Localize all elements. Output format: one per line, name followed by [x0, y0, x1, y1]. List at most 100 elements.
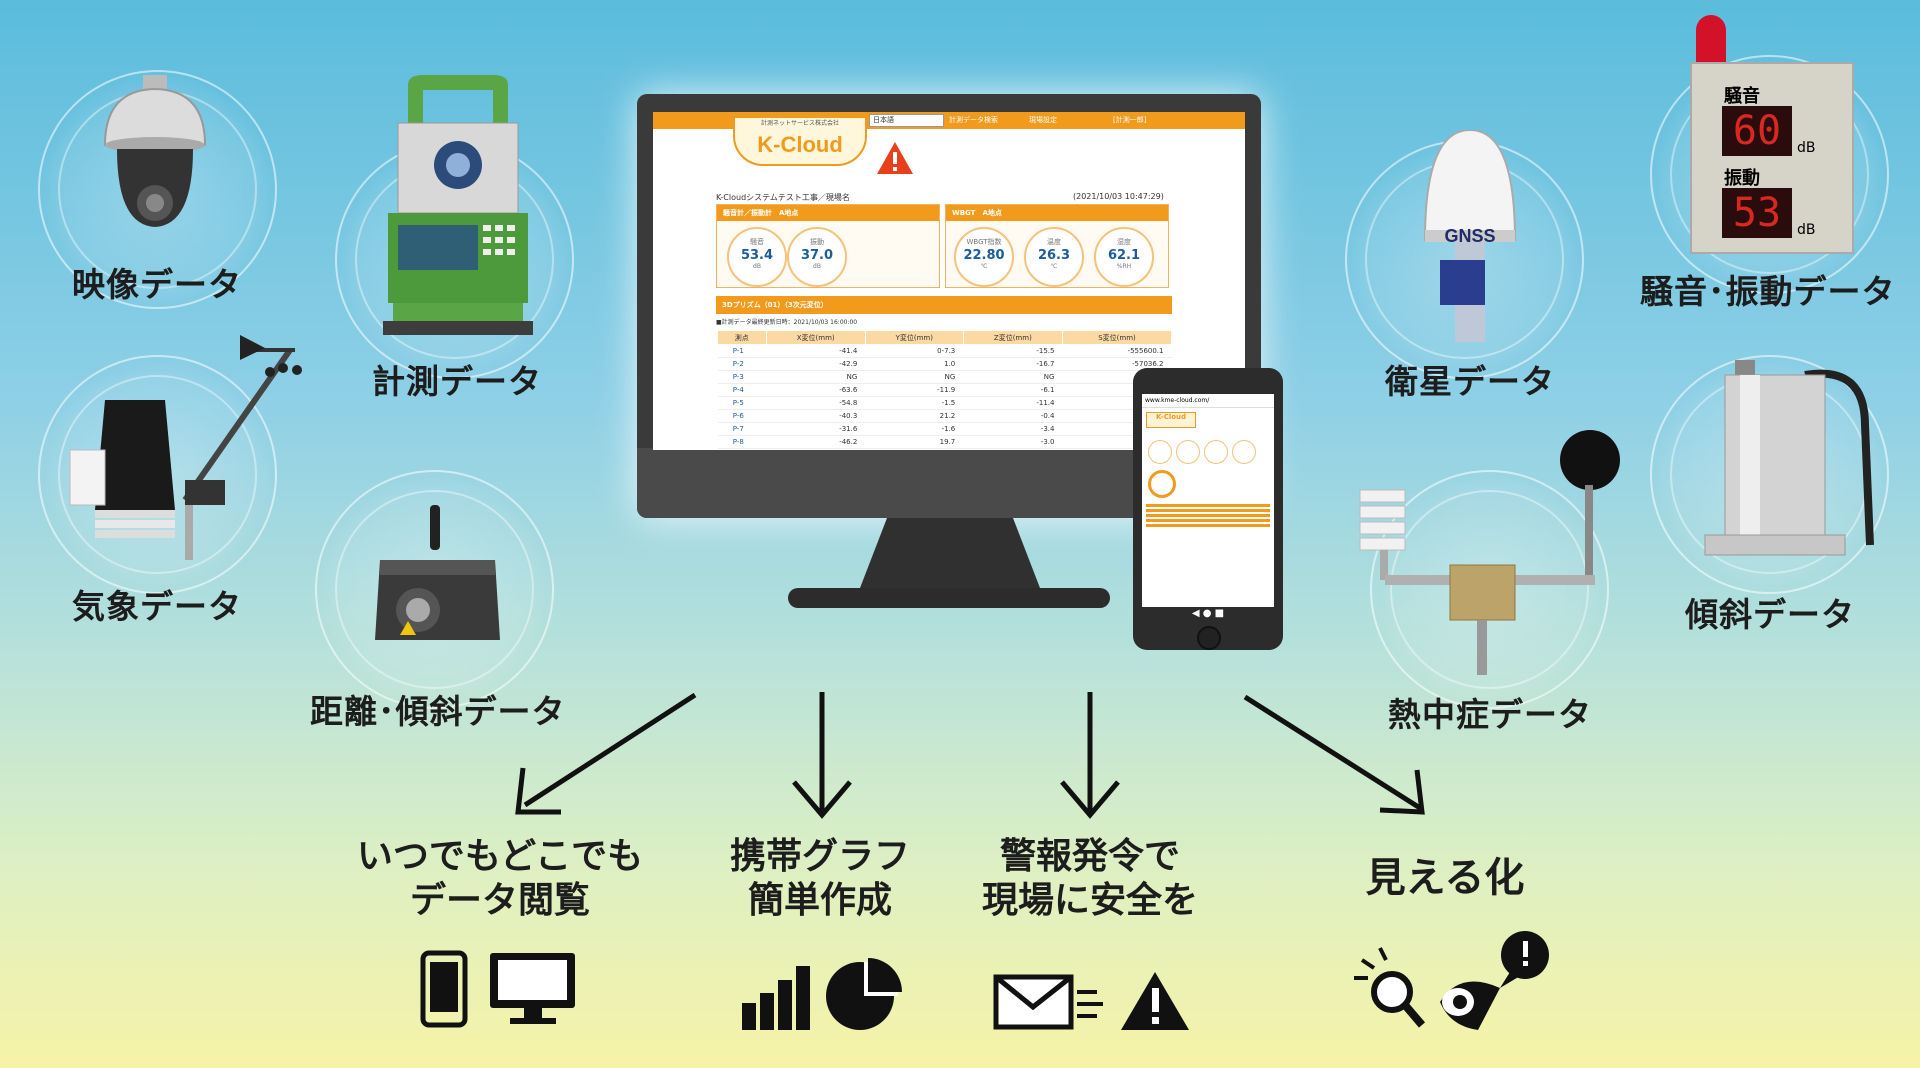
vibration-digits: 53: [1722, 188, 1792, 238]
table-cell: -57036.2: [1062, 357, 1172, 371]
phone-section-bar: [1146, 504, 1270, 507]
gauge-value: 62.1: [1107, 248, 1141, 263]
phone-url-bar[interactable]: www.kme-cloud.com/: [1142, 394, 1274, 408]
benefit-anywhere: いつでもどこでも データ閲覧: [345, 835, 655, 923]
distance-tilt-data-label: 距離･傾斜データ: [310, 692, 566, 731]
table-cell: P-7: [717, 422, 767, 436]
gauge-value: 37.0: [800, 248, 834, 263]
table-subtitle: ■計測データ最終更新日時：2021/10/03 16:00:00: [716, 319, 858, 326]
table-cell: 21.2: [865, 409, 964, 423]
benefit-line: データ閲覧: [409, 880, 590, 921]
table-row: P-7-31.6-1.6-3.4: [717, 422, 1172, 436]
table-row: P-4-63.6-11.9-6.1: [717, 383, 1172, 397]
alert-triangle-icon: [877, 142, 913, 174]
table-cell: P-3: [717, 370, 767, 384]
table-title: 3Dプリズム（01）（3次元変位）: [716, 296, 1172, 314]
phone-screen: www.kme-cloud.com/ K-Cloud: [1142, 394, 1274, 607]
timestamp: (2021/10/03 10:47:29): [1073, 192, 1164, 201]
noise-vibration-data-label: 騒音･振動データ: [1640, 272, 1896, 311]
user-menu[interactable]: [計測一郎]: [1113, 116, 1147, 124]
logo-text: K-Cloud: [757, 132, 843, 157]
humidity-gauge: 湿度 62.1 %RH: [1094, 227, 1154, 287]
k-cloud-logo: 計測ネットサービス株式会社 K-Cloud: [733, 116, 867, 166]
benefit-line: 見える化: [1365, 855, 1525, 901]
gnss-label: GNSS: [1444, 226, 1495, 246]
inclinometer-icon: [1704, 360, 1874, 556]
wbgt-meter-icon: [1359, 430, 1620, 675]
table-cell: -16.7: [963, 357, 1063, 371]
table-cell: -63.6: [766, 383, 866, 397]
arrow-2-head: [792, 780, 852, 819]
vibration-display-label: 振動: [1724, 168, 1760, 189]
language-select[interactable]: 日本語: [869, 114, 944, 127]
table-cell: -40.3: [766, 409, 866, 423]
weather-data-label: 気象データ: [72, 587, 242, 626]
table-cell: -1.6: [865, 422, 964, 436]
mail-warning-icon: [993, 972, 1189, 1030]
noise-digits: 60: [1722, 106, 1792, 156]
table-cell: P-1: [717, 344, 767, 358]
benefit-line: いつでもどこでも: [356, 836, 644, 877]
bar-pie-chart-icon: [742, 958, 902, 1030]
arrow-1-head: [515, 767, 561, 815]
benefit-alert: 警報発令で 現場に安全を: [965, 835, 1215, 923]
benefit-line: 携帯グラフ: [729, 836, 910, 877]
noise-unit: dB: [1797, 140, 1816, 156]
wbgt-gauge: WBGT指数 22.80 ℃: [954, 227, 1014, 287]
gauge-label: 温度: [1047, 238, 1061, 246]
table-cell: 0-7.3: [865, 344, 964, 358]
gauge-label: WBGT指数: [966, 238, 1002, 246]
gauge-value: 53.4: [740, 248, 774, 263]
table-header: S変位(mm): [1061, 330, 1173, 345]
phone-gauge: [1176, 440, 1200, 464]
table-header: X変位(mm): [765, 330, 866, 345]
table-cell: -3.0: [963, 435, 1063, 449]
table-header: Z変位(mm): [962, 330, 1063, 345]
phone-nav-buttons[interactable]: ◀ ● ■: [1191, 608, 1225, 619]
phone-section-bar: [1146, 514, 1270, 517]
weather-station-icon: [69, 335, 302, 560]
table-cell: -6.1: [963, 383, 1063, 397]
table-cell: -1.5: [865, 396, 964, 410]
total-station-icon: [383, 75, 533, 335]
benefit-graph: 携帯グラフ 簡単作成: [700, 835, 940, 923]
monitor-base: [788, 588, 1110, 608]
benefit-visualize: 見える化: [1330, 856, 1560, 900]
gauge-value: 26.3: [1037, 248, 1071, 263]
table-cell: -11.4: [963, 396, 1063, 410]
gauge-unit: %RH: [1116, 263, 1132, 270]
table-row: P-5-54.8-1.5-11.4: [717, 396, 1172, 410]
table-cell: P-5: [717, 396, 767, 410]
panel1-title: 騒音計／振動計 A地点: [717, 205, 939, 221]
table-cell: 1.0: [865, 357, 964, 371]
wbgt-panel: WBGT A地点 WBGT指数 22.80 ℃ 温度 26.3 ℃ 湿度 62.…: [945, 204, 1169, 288]
heatstroke-data-label: 熱中症データ: [1388, 695, 1592, 734]
table-cell: -11.9: [865, 383, 964, 397]
table-header: Y変位(mm): [864, 330, 964, 345]
menu-data-search[interactable]: 計測データ検索: [949, 116, 998, 124]
temperature-gauge: 温度 26.3 ℃: [1024, 227, 1084, 287]
smartphone: www.kme-cloud.com/ K-Cloud ◀ ● ■: [1133, 368, 1283, 650]
noise-vibration-display: 騒音 60 dB 振動 53 dB: [1690, 62, 1854, 254]
gnss-antenna-icon: GNSS: [1423, 130, 1517, 342]
video-data-label: 映像データ: [72, 265, 242, 304]
phone-section-bar: [1146, 519, 1270, 522]
arrow-3-head: [1060, 780, 1120, 819]
visualize-eye-icon: [1354, 931, 1549, 1030]
table-cell: 19.7: [865, 435, 964, 449]
table-cell: NG: [766, 370, 866, 384]
table-cell: P-2: [717, 357, 767, 371]
phone-gauge: [1232, 440, 1256, 464]
phone-section-bar: [1146, 509, 1270, 512]
gauge-unit: ℃: [980, 263, 988, 270]
tablet-desktop-icon: [420, 950, 575, 1028]
phone-home-button[interactable]: [1197, 626, 1221, 650]
gauge-unit: dB: [753, 263, 761, 270]
table-cell: -0.4: [963, 409, 1063, 423]
phone-logo: K-Cloud: [1146, 412, 1196, 428]
vibration-gauge: 振動 37.0 dB: [787, 227, 847, 287]
menu-site-settings[interactable]: 現場設定: [1029, 116, 1057, 124]
